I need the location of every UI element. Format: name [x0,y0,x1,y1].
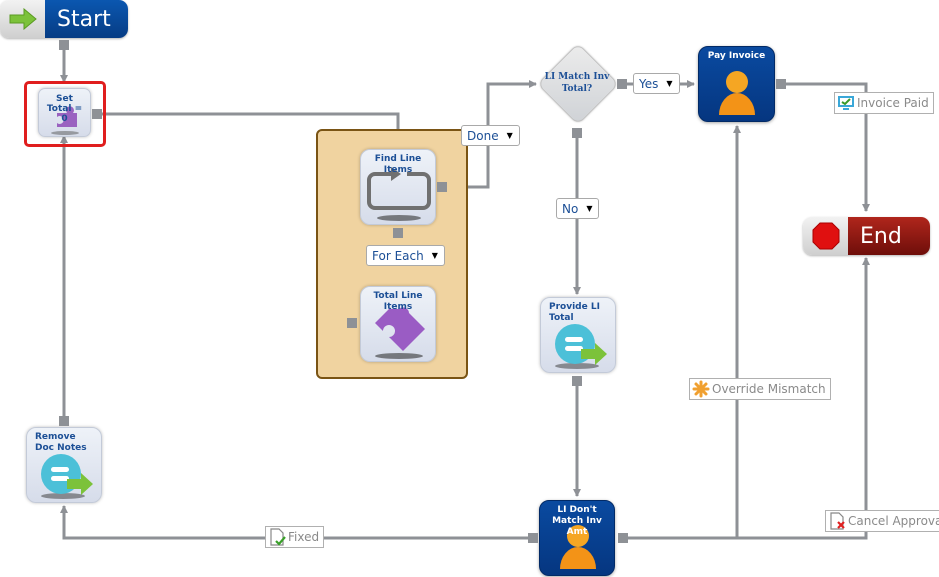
output-port[interactable] [92,109,102,119]
user-icon [719,71,755,115]
node-label: LI Don't Match Inv Amt [552,505,602,537]
user-icon [560,525,596,569]
output-port[interactable] [572,376,582,386]
selection-highlight [24,81,106,147]
node-label: Find Line Items [374,154,422,175]
input-port[interactable] [528,533,538,543]
fixed-tag[interactable]: Fixed [265,526,325,548]
tag-label: Invoice Paid [857,96,929,110]
node-remove-doc-notes[interactable]: Remove Doc Notes [26,427,102,503]
dropdown-value: For Each [372,248,424,263]
node-provide-li-total[interactable]: Provide LI Total [540,297,616,373]
output-port[interactable] [776,79,786,89]
decision-li-match-inv-total[interactable]: LI Match Inv Total? [536,42,620,126]
tag-label: Override Mismatch [712,382,826,396]
end-node[interactable]: End [803,217,930,255]
tag-label: Fixed [288,530,320,544]
dropdown-value: Done [467,128,499,143]
node-label: Set Total = 0 [46,94,83,124]
caret-down-icon: ▼ [506,131,513,140]
document-check-icon [270,528,286,546]
form-submit-icon [555,324,607,369]
document-x-icon [830,512,845,530]
output-port[interactable] [347,318,357,328]
caret-down-icon: ▼ [666,79,673,88]
done-connector-dropdown[interactable]: Done ▼ [461,125,520,146]
node-li-dont-match-inv-amt[interactable]: LI Don't Match Inv Amt [539,500,615,576]
output-port[interactable] [393,228,403,238]
puzzle-icon [51,106,79,135]
for-each-connector-dropdown[interactable]: For Each ▼ [366,245,445,266]
output-port[interactable] [437,182,447,192]
end-label: End [848,217,930,255]
caret-down-icon: ▼ [586,204,593,213]
dropdown-value: Yes [639,76,659,91]
node-find-line-items[interactable]: Find Line Items [360,149,436,225]
edge-cancel-to-end[interactable] [622,257,870,540]
no-connector-dropdown[interactable]: No ▼ [556,198,600,219]
start-node[interactable]: Start [0,0,128,38]
asterisk-icon [692,380,710,398]
node-set-total[interactable]: Set Total = 0 [38,88,91,137]
invoice-paid-tag[interactable]: Invoice Paid [834,92,934,114]
output-port[interactable] [59,40,69,50]
cancel-approval-tag[interactable]: Cancel Approval [825,510,939,532]
node-label: Total Line Items [373,291,423,312]
output-port[interactable] [617,79,627,89]
stop-sign-icon [803,217,848,255]
node-label: Pay Invoice [707,51,766,61]
loop-icon [367,167,431,221]
edge-fixed-to-remove-doc-notes[interactable] [60,505,535,540]
decision-label: LI Match Inv Total? [544,72,610,94]
node-pay-invoice[interactable]: Pay Invoice [698,46,775,122]
dropdown-value: No [562,201,579,216]
monitor-check-icon [838,96,854,110]
caret-down-icon: ▼ [431,251,438,260]
output-port[interactable] [59,416,69,426]
node-total-line-items[interactable]: Total Line Items [360,286,436,362]
edge-pay-invoice-to-end[interactable] [780,82,870,212]
node-label: Provide LI Total [549,302,600,323]
arrow-right-icon [0,0,45,38]
start-label: Start [45,0,128,38]
node-label: Remove Doc Notes [35,432,87,453]
override-mismatch-tag[interactable]: Override Mismatch [689,378,831,400]
output-port[interactable] [618,533,628,543]
tag-label: Cancel Approval [848,514,939,528]
puzzle-icon [375,307,425,359]
output-port[interactable] [572,128,582,138]
form-submit-icon [41,454,93,499]
yes-connector-dropdown[interactable]: Yes ▼ [633,73,680,94]
